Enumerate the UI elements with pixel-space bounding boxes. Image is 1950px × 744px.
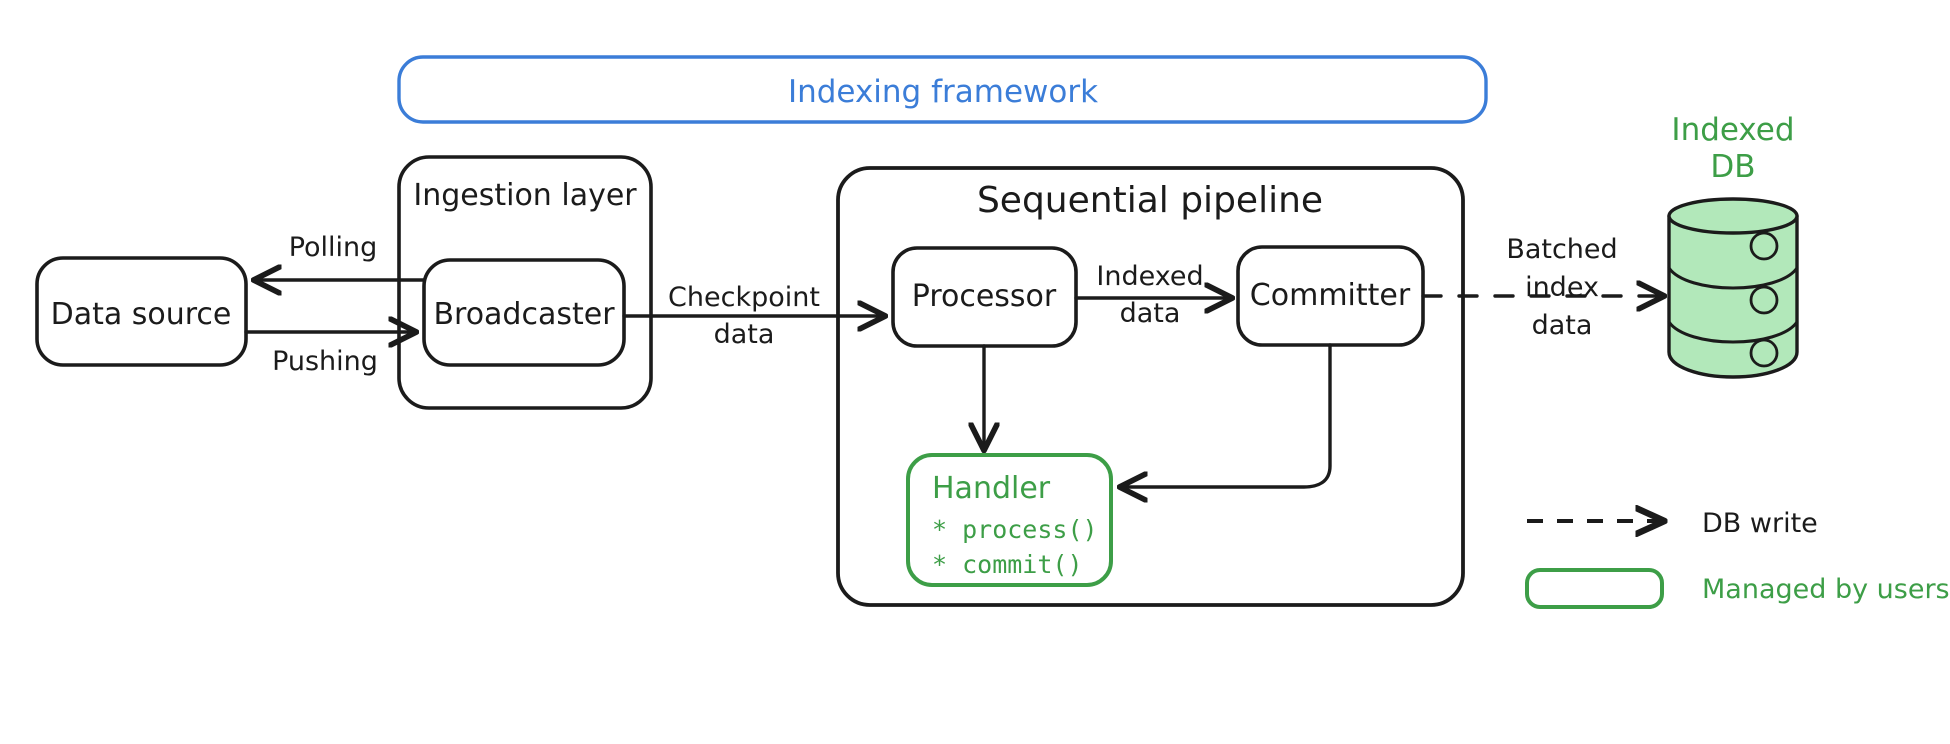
legend-green-box-icon (1525, 568, 1664, 609)
indexing-framework-box (397, 55, 1488, 124)
indexed-data-label-line1: Indexed (1096, 261, 1203, 292)
node-handler[interactable]: Handler * process() * commit() (906, 453, 1113, 587)
indexing-framework-container: Indexing framework (397, 55, 1488, 124)
processor-label: Processor (912, 279, 1057, 314)
batched-label-line2: index (1525, 272, 1599, 303)
indexed-db-body (1669, 216, 1797, 377)
edge-polling: Polling (256, 232, 426, 280)
batched-label-line1: Batched (1506, 234, 1617, 265)
handler-title: Handler (932, 471, 1051, 506)
indexed-db-band-1 (1667, 266, 1799, 290)
indexed-db-band-2 (1667, 320, 1799, 344)
polling-label: Polling (289, 232, 378, 263)
checkpoint-label-line2: data (714, 319, 775, 350)
edge-pushing: Pushing (244, 332, 414, 377)
sequential-pipeline-label: Sequential pipeline (977, 180, 1323, 221)
legend-item-db-write: DB write (1527, 508, 1818, 539)
legend-label-managed-by-users: Managed by users (1702, 574, 1950, 605)
indexed-db-top (1667, 197, 1799, 235)
committer-handler-arrow (1122, 343, 1332, 487)
edge-committer-to-handler (1122, 343, 1332, 487)
edge-checkpoint-data: Checkpoint data (622, 282, 883, 350)
legend-item-managed-by-users: Managed by users (1525, 568, 1950, 609)
edge-indexed-data: Indexed data (1074, 261, 1230, 329)
data-source-box[interactable] (35, 256, 248, 367)
node-data-source[interactable]: Data source (35, 256, 248, 367)
indexed-db-indicator-2 (1749, 285, 1779, 315)
handler-box[interactable] (906, 453, 1113, 587)
pushing-label: Pushing (272, 346, 378, 377)
node-indexed-db[interactable]: Indexed DB (1667, 112, 1799, 379)
committer-label: Committer (1250, 278, 1411, 313)
checkpoint-label-line1: Checkpoint (668, 282, 820, 313)
indexed-db-indicator-3 (1749, 338, 1779, 368)
ingestion-layer-label: Ingestion layer (413, 178, 637, 213)
indexing-framework-label: Indexing framework (788, 74, 1098, 110)
handler-method-process: * process() (932, 515, 1098, 544)
node-processor[interactable]: Processor (891, 246, 1078, 348)
indexed-data-label-line2: data (1120, 298, 1181, 329)
indexed-db-body-outline (1667, 214, 1799, 379)
node-committer[interactable]: Committer (1236, 245, 1425, 347)
legend-label-db-write: DB write (1702, 508, 1818, 539)
edge-batched-index-data: Batched index data (1421, 234, 1662, 341)
indexed-db-indicator-1 (1749, 231, 1779, 261)
broadcaster-label: Broadcaster (433, 297, 615, 332)
indexed-db-label-line2: DB (1710, 149, 1755, 185)
indexed-db-label-line1: Indexed (1671, 112, 1794, 148)
node-broadcaster[interactable]: Broadcaster (422, 258, 626, 367)
broadcaster-box[interactable] (422, 258, 626, 367)
batched-label-line3: data (1532, 310, 1593, 341)
legend: DB write Managed by users (1525, 508, 1950, 609)
data-source-label: Data source (51, 297, 232, 332)
handler-method-commit: * commit() (932, 550, 1083, 579)
